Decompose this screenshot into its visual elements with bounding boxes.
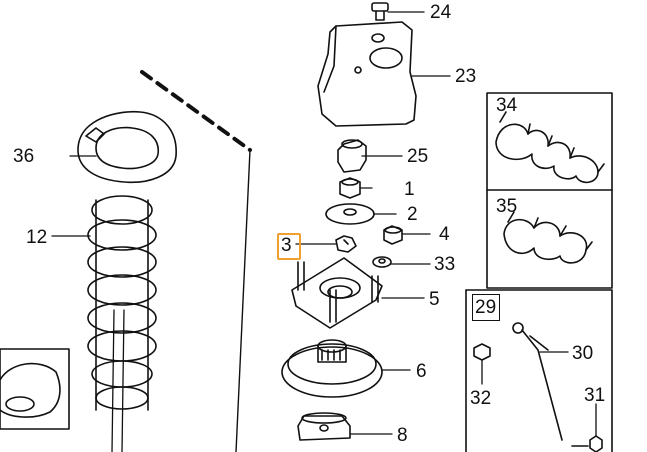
screw-24	[371, 2, 389, 21]
clip-34	[495, 111, 605, 184]
cover-23	[317, 21, 417, 127]
callout-36: 36	[13, 146, 35, 167]
callout-34: 34	[496, 95, 518, 116]
callout-4: 4	[439, 224, 450, 245]
bearing-mount-6	[281, 339, 383, 398]
spacer-8	[297, 412, 351, 441]
callout-31: 31	[584, 385, 606, 406]
bracket-3	[335, 235, 357, 253]
callout-29-box	[472, 294, 500, 321]
callout-3[interactable]: 3	[281, 235, 292, 256]
cap-25	[337, 139, 367, 173]
callout-1: 1	[404, 179, 415, 200]
clip-35	[503, 211, 593, 264]
nut-4	[383, 225, 403, 245]
callout-23: 23	[455, 66, 477, 87]
callout-35: 35	[496, 196, 518, 217]
callout-29: 29	[475, 297, 497, 318]
coil-spring-12	[87, 195, 157, 452]
callout-25: 25	[407, 146, 429, 167]
link-rod-30	[512, 322, 563, 441]
nut-32	[473, 343, 491, 361]
callout-12: 12	[26, 227, 48, 248]
callout-6: 6	[416, 361, 427, 382]
callout-33: 33	[434, 254, 456, 275]
spring-seat-36	[77, 110, 177, 184]
highlight-box-3[interactable]	[277, 233, 301, 260]
callout-30: 30	[572, 343, 594, 364]
strut-dashed-outline	[140, 70, 252, 152]
callout-32: 32	[470, 388, 492, 409]
callout-5: 5	[429, 289, 440, 310]
bolt-31	[571, 435, 603, 452]
nut-1	[339, 177, 361, 199]
detail-seat	[0, 362, 61, 418]
callout-2: 2	[407, 204, 418, 225]
washer-2	[325, 203, 375, 225]
top-mount-5	[291, 257, 383, 329]
callout-24: 24	[430, 2, 452, 23]
washer-33	[372, 256, 392, 268]
callout-8: 8	[397, 425, 408, 446]
